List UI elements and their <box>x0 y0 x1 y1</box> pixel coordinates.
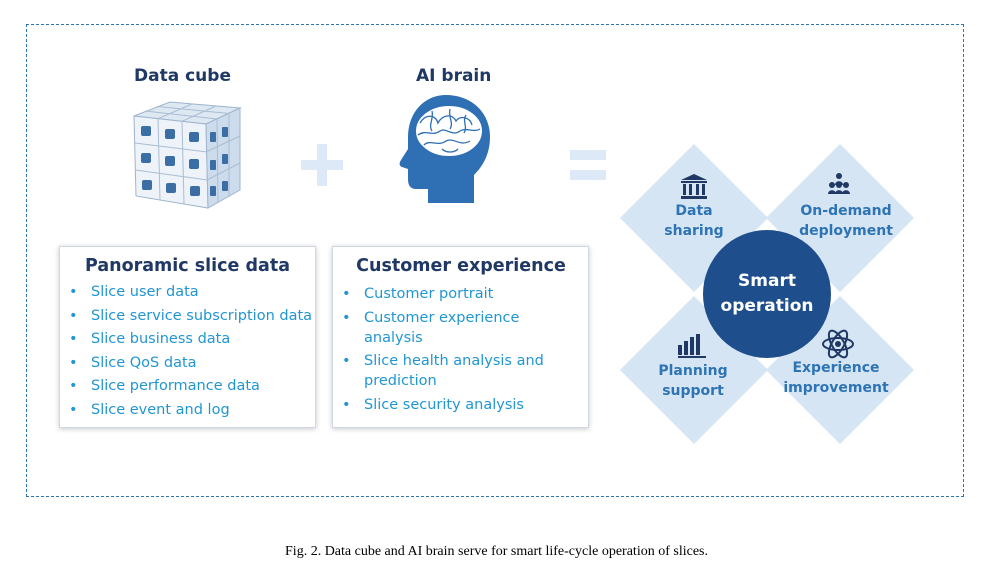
figure-caption: Fig. 2. Data cube and AI brain serve for… <box>285 544 708 559</box>
list-item: •Slice business data <box>69 331 231 347</box>
data-cube-icon <box>133 101 242 209</box>
list-item: •Slice event and log <box>69 401 230 418</box>
panoramic-list: •Slice user data •Slice service subscrip… <box>69 282 315 420</box>
list-item: •Customer experience analysis <box>342 309 520 346</box>
panoramic-data-box: Panoramic slice data •Slice user data •S… <box>59 246 316 428</box>
bar-chart-icon <box>678 334 706 358</box>
atom-icon <box>822 329 854 359</box>
plus-icon <box>301 144 343 186</box>
list-item: •Slice QoS data <box>69 354 197 371</box>
planning-support-label: Planning support <box>658 363 728 399</box>
bank-icon <box>681 174 707 199</box>
list-item: •Slice security analysis <box>342 396 524 413</box>
data-sharing-label: Data sharing <box>664 203 724 239</box>
customer-title: Customer experience <box>356 256 566 276</box>
list-item: •Slice health analysis and prediction <box>342 353 544 389</box>
ai-brain-title: AI brain <box>416 66 492 86</box>
brain-head-icon <box>399 95 490 203</box>
customer-list: •Customer portrait •Customer experience … <box>342 284 580 415</box>
equals-icon <box>570 150 606 180</box>
list-item: •Slice performance data <box>69 378 260 394</box>
people-group-icon <box>828 173 850 194</box>
list-item: •Slice service subscription data <box>69 307 313 324</box>
smart-operation-label: Smart operation <box>720 271 814 316</box>
list-item: •Slice user data <box>69 284 199 300</box>
smart-operation-diagram <box>620 144 914 444</box>
data-cube-title: Data cube <box>134 66 231 86</box>
diagram-frame <box>26 24 964 497</box>
list-item: •Customer portrait <box>342 286 494 302</box>
smart-operation-circle <box>703 230 831 358</box>
customer-experience-box: Customer experience •Customer portrait •… <box>332 246 589 428</box>
experience-improvement-label: Experience improvement <box>783 360 889 396</box>
on-demand-deployment-label: On-demand deployment <box>799 203 893 239</box>
panoramic-title: Panoramic slice data <box>84 256 291 276</box>
